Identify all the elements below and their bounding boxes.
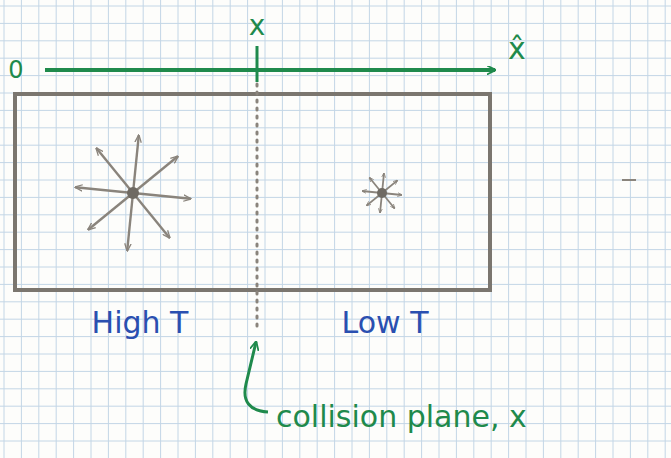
pointer-arrow [245,342,268,412]
velocity-arrow [127,193,133,251]
velocity-arrow [96,148,133,193]
grid-line [0,214,671,215]
grid-line [0,110,671,111]
annotation-label: collision plane, x [276,400,527,433]
particle-dot [377,188,387,198]
velocity-arrow [133,135,139,193]
grid-line [0,40,671,41]
grid-line [0,267,671,268]
region-label: Low T [342,306,429,339]
container-box [15,94,490,290]
grid-line [0,23,671,24]
grid-line [0,388,671,389]
velocity-arrow [133,193,170,238]
velocity-arrow [133,156,178,193]
grid-line [0,6,671,7]
grid-line [0,441,671,442]
origin-label: 0 [8,57,23,83]
grid-line [0,232,671,233]
grid-line [0,197,671,198]
collision-plane [256,84,259,330]
velocity-arrow [88,193,133,230]
grid-line [0,354,671,355]
grid-line [0,284,671,285]
x-axis [45,68,495,72]
velocity-arrow [75,187,133,193]
grid-line [0,58,671,59]
high-t-velocities [75,135,190,250]
grid-line [0,301,671,302]
region-label: High T [92,306,189,339]
low-t-velocities [362,173,402,213]
grid-line [0,162,671,163]
particle-dot [127,187,139,199]
grid-line [0,127,671,128]
grid-line [0,145,671,146]
velocity-arrow [133,193,191,199]
position-label: x [249,11,266,42]
axis-label: x̂ [508,32,526,65]
grid-line [0,371,671,372]
grid-line [0,75,671,76]
stray-mark [622,179,636,181]
grid-line [0,249,671,250]
axis-tick [256,46,259,82]
grid-line [0,180,671,181]
